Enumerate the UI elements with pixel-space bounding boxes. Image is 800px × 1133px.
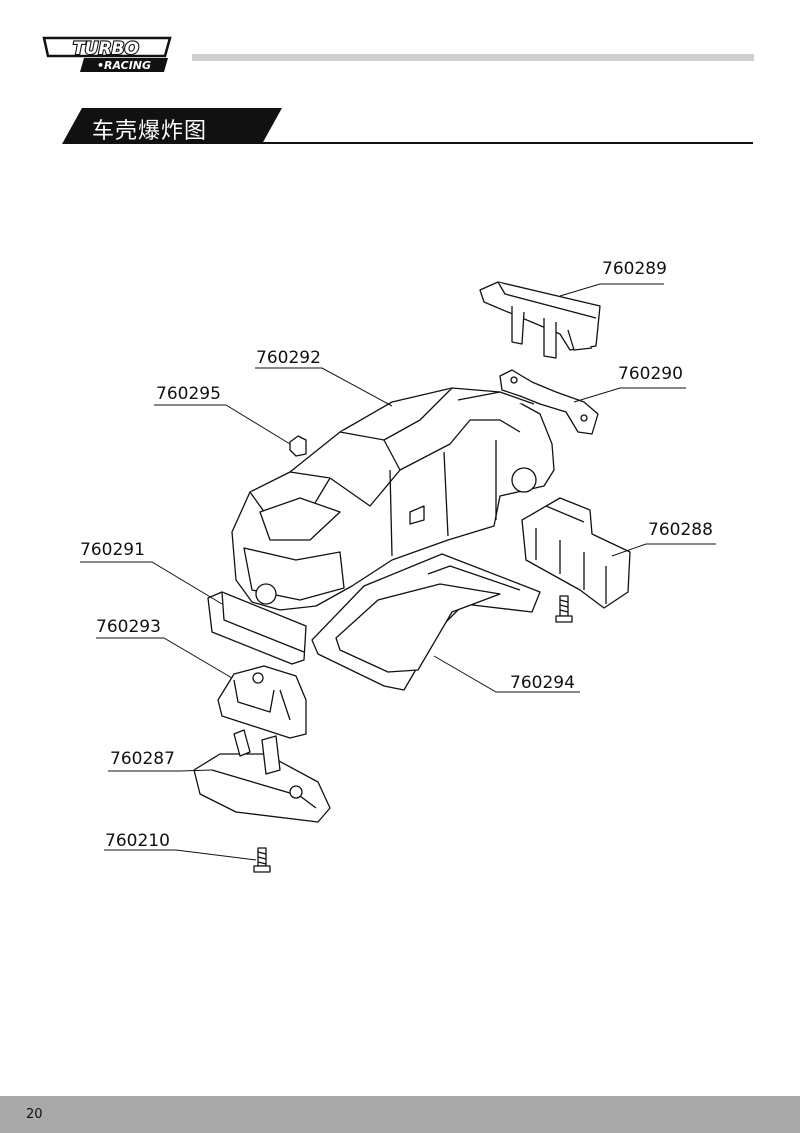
screw-part	[555, 595, 573, 623]
svg-text:TURBO: TURBO	[73, 39, 139, 59]
section-title: 车壳爆炸图	[92, 119, 208, 144]
rear-wing-part	[479, 281, 601, 359]
part-number-760291: 760291	[80, 540, 145, 560]
clip-part	[289, 435, 307, 457]
front-bumper-part	[207, 591, 307, 665]
part-number-760210: 760210	[105, 831, 170, 851]
part-number-760289: 760289	[602, 259, 667, 279]
wing-mount-part	[499, 369, 599, 435]
header-rule	[192, 54, 754, 61]
window-insert-part	[311, 553, 541, 691]
part-number-760295: 760295	[156, 384, 221, 404]
rear-inner-tray-part	[521, 497, 631, 609]
part-number-760292: 760292	[256, 348, 321, 368]
svg-text:•RACING: •RACING	[97, 59, 151, 72]
page-footer	[0, 1096, 800, 1133]
part-number-760290: 760290	[618, 364, 683, 384]
screw-760210-part	[253, 847, 271, 873]
section-title-tab	[62, 108, 282, 144]
turbo-racing-logo: TURBO •RACING	[42, 36, 172, 72]
front-skid-part	[193, 729, 331, 823]
part-number-760287: 760287	[110, 749, 175, 769]
section-title-rule	[255, 142, 753, 144]
car-body-part	[231, 387, 555, 611]
front-lower-tray-part	[217, 665, 307, 739]
page-number: 20	[26, 1107, 43, 1122]
part-number-760293: 760293	[96, 617, 161, 637]
part-number-760288: 760288	[648, 520, 713, 540]
part-number-760294: 760294	[510, 673, 575, 693]
